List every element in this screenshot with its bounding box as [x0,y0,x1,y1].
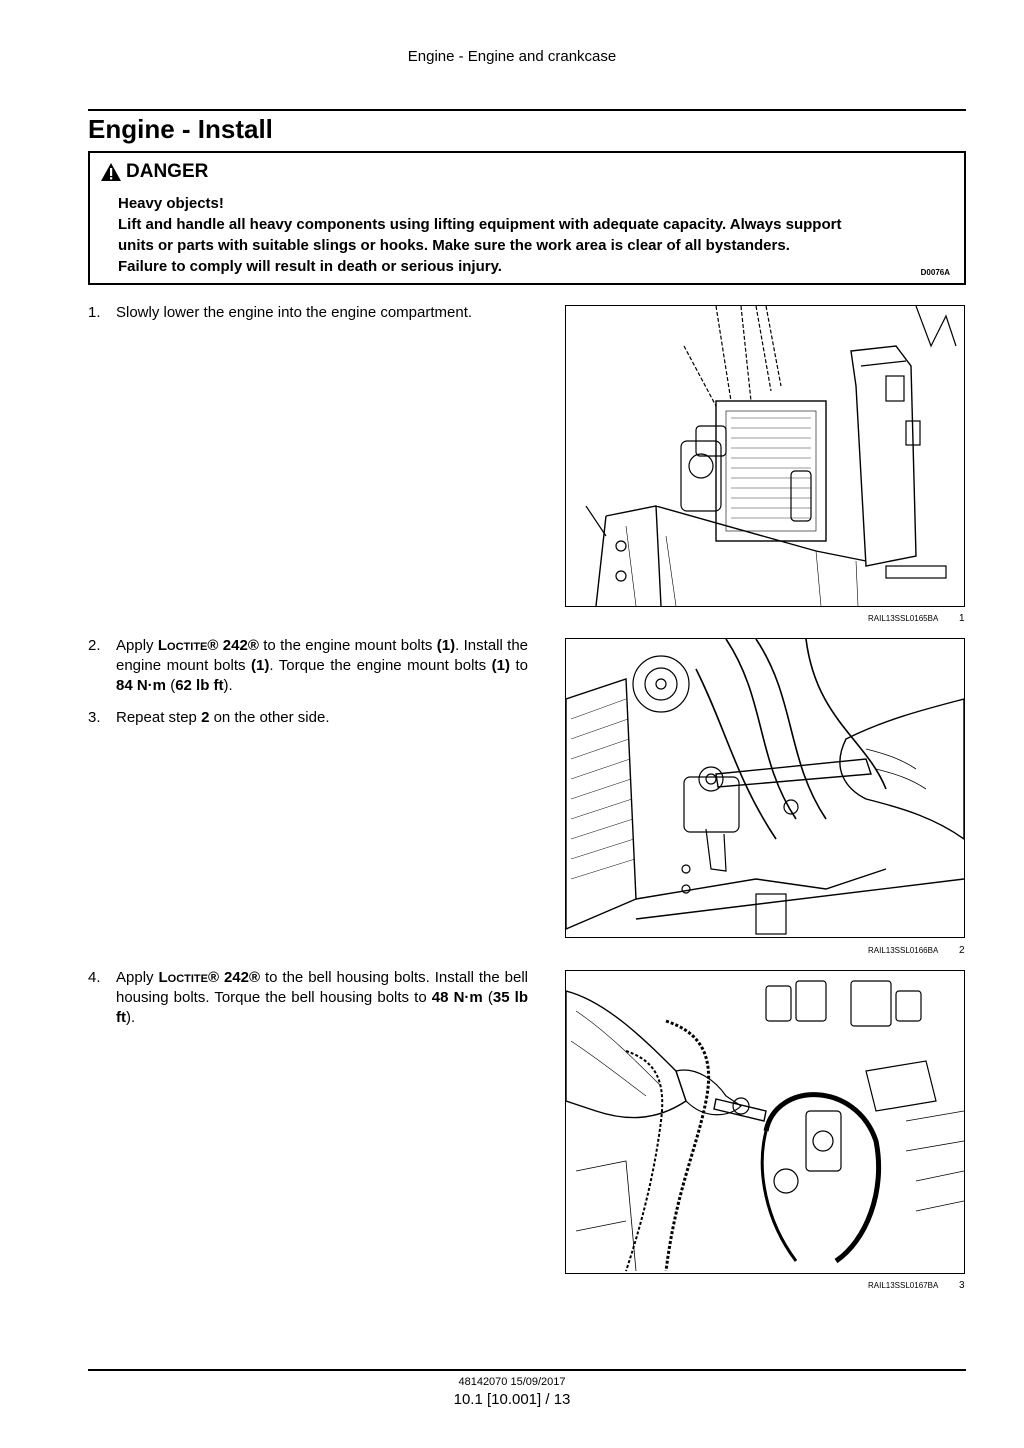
torque-value: 84 N·m [116,677,167,694]
product-name: Loctite® 242® [158,969,261,986]
danger-line: units or parts with suitable slings or h… [118,237,790,254]
torque-imperial: 35 lb ft [116,989,528,1026]
torque-imperial: 62 lb ft [175,677,224,694]
danger-label: DANGER [126,161,209,182]
callout-ref: (1) [491,657,510,674]
torque-value: 48 N·m [431,989,483,1006]
step-text: Repeat step 2 on the other side. [116,709,330,726]
danger-line: Lift and handle all heavy components usi… [118,216,842,233]
step-text: Slowly lower the engine into the engine … [116,304,473,321]
step-text: Apply Loctite® 242® to the engine mount … [116,637,529,694]
step-number: 1. [88,304,101,321]
step-ref: 2 [201,709,210,726]
step-1: 1. Slowly lower the engine into the engi… [88,303,528,323]
figure-id: RAIL13SSL0165BA [868,614,939,623]
callout-ref: (1) [436,637,456,654]
step-4: 4. Apply Loctite® 242® to the bell housi… [88,968,528,1028]
step-number: 3. [88,709,101,726]
figure-number: 2 [959,945,965,956]
page-title: Engine - Install [88,114,273,144]
danger-line: Failure to comply will result in death o… [118,258,502,275]
figure-number: 1 [959,613,965,624]
footer-rule [88,1369,966,1371]
running-header: Engine - Engine and crankcase [407,48,617,65]
step-2: 2. Apply Loctite® 242® to the engine mou… [88,636,528,696]
figure-id: RAIL13SSL0166BA [868,946,939,955]
document-number: 48142070 15/09/2017 [458,1376,566,1388]
warning-triangle-icon [101,163,121,181]
danger-box: DANGER Heavy objects! Lift and handle al… [88,151,966,285]
figure-id: RAIL13SSL0167BA [868,1281,939,1290]
header-rule [88,109,966,111]
step-number: 4. [88,969,101,986]
danger-header: DANGER [100,161,208,183]
figure-bell-housing-bolts [565,970,965,1274]
danger-heading: Heavy objects! [118,195,224,212]
product-name: Loctite® 242® [157,637,259,654]
danger-code: D0076A [920,268,950,277]
callout-ref: (1) [251,657,270,674]
figure-engine-mount-bolts [565,638,965,938]
figure-number: 3 [959,1280,965,1291]
danger-message: Heavy objects! Lift and handle all heavy… [118,193,948,277]
page-number: 10.1 [10.001] / 13 [453,1391,571,1408]
step-number: 2. [88,637,101,654]
figure-engine-lowering [565,305,965,607]
step-3: 3. Repeat step 2 on the other side. [88,708,528,728]
step-text: Apply Loctite® 242® to the bell housing … [116,969,528,1026]
